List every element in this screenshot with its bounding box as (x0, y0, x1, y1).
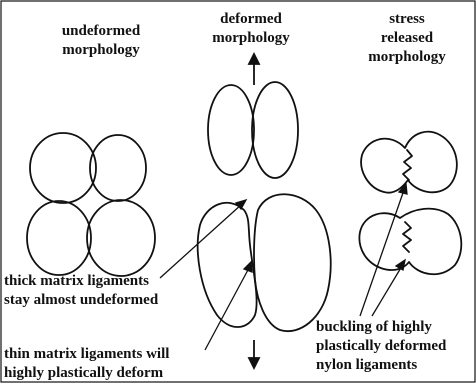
heading-released: stress released morphology (345, 10, 469, 67)
annotation-thin-ligaments: thin matrix ligaments will highly plasti… (4, 345, 169, 383)
annotation-buckling-line-1: buckling of highly (316, 318, 446, 337)
particle-undeformed-bottom-right (87, 200, 155, 276)
pointer-buckling-bottom-shaft (372, 266, 402, 316)
pointer-thick-ligament-shaft (160, 204, 242, 278)
heading-undeformed-line-2: morphology (38, 41, 164, 60)
annotation-buckling-line-2: plastically deformed (316, 337, 446, 356)
heading-deformed: deformed morphology (188, 10, 314, 48)
heading-deformed-line-1: deformed (188, 10, 314, 29)
heading-released-line-2: released (345, 29, 469, 48)
pointer-buckling-top-shaft (360, 190, 404, 316)
pointer-thin-ligament-head (244, 262, 252, 272)
tension-arrow-down-head (249, 358, 259, 368)
buckled-ligament-top (403, 150, 412, 180)
pointer-buckling-bottom-head (396, 260, 405, 270)
tension-arrow-up-head (249, 54, 259, 64)
particle-undeformed-top-right (90, 135, 146, 201)
annotation-thick-line-2: stay almost undeformed (4, 291, 158, 310)
annotation-thick-ligaments: thick matrix ligaments stay almost undef… (4, 272, 158, 310)
particle-deformed-bottom-right (254, 194, 331, 331)
heading-undeformed-line-1: undeformed (38, 22, 164, 41)
heading-deformed-line-2: morphology (188, 29, 314, 48)
annotation-thick-line-1: thick matrix ligaments (4, 272, 158, 291)
particle-undeformed-top-left (30, 133, 96, 203)
annotation-thin-line-1: thin matrix ligaments will (4, 345, 169, 364)
annotation-buckling: buckling of highly plastically deformed … (316, 318, 446, 375)
heading-released-line-3: morphology (345, 48, 469, 67)
heading-released-line-1: stress (345, 10, 469, 29)
buckled-ligament-bottom (403, 222, 411, 252)
pointer-thin-ligament-shaft (205, 268, 249, 350)
heading-undeformed: undeformed morphology (38, 22, 164, 60)
particle-released-top (361, 132, 457, 193)
annotation-buckling-line-3: nylon ligaments (316, 356, 446, 375)
particle-undeformed-bottom-left (27, 201, 91, 275)
particle-deformed-top-left (208, 85, 254, 175)
particle-deformed-top-right (252, 82, 298, 178)
annotation-thin-line-2: highly plastically deform (4, 364, 169, 383)
